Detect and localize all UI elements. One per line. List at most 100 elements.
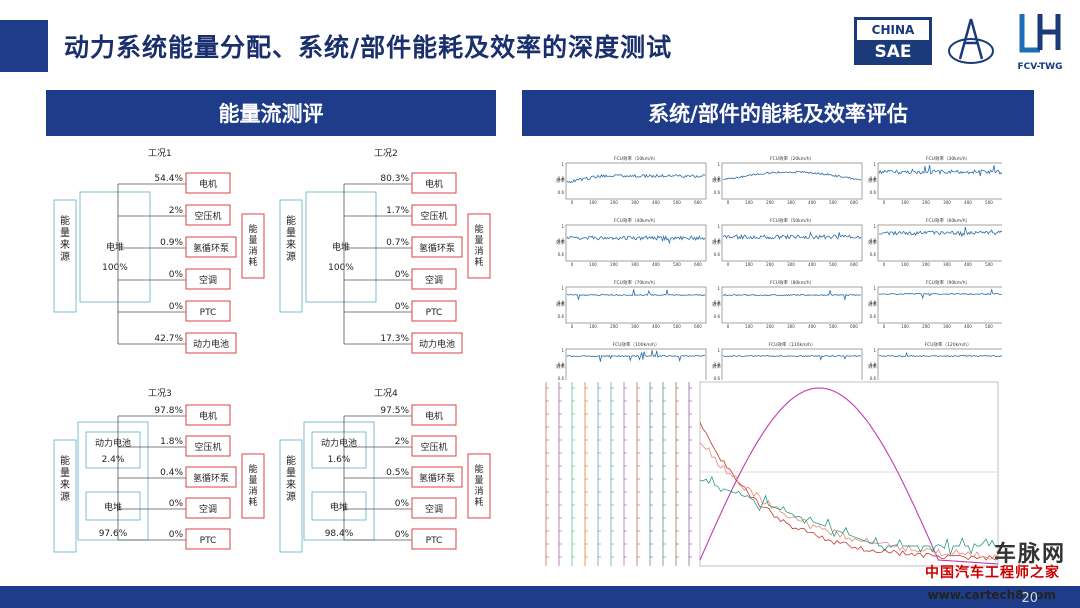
consumer-box [185,404,231,426]
y-tick-label: 0.8 [870,362,877,367]
flow-percent: 0.7% [386,238,409,248]
chart-ylabel: 效率 [556,301,565,308]
x-tick-label: 500 [673,262,681,267]
fcu-efficiency-chart: FCU效率（110km/h）效率10.80.601002003004005006… [712,341,863,391]
energy-source-label: 量 [286,227,296,239]
trace-pink [699,442,999,560]
energy-sink-label: 能 [248,463,257,475]
energy-source-label: 能 [60,214,70,227]
efficiency-trace [566,234,706,245]
chart-title: FCU效率（50km/h） [770,217,814,224]
x-tick-label: 100 [901,200,909,205]
flow-percent: 1.7% [386,206,409,216]
plot-frame [699,381,999,567]
x-tick-label: 500 [673,324,681,329]
condition-title: 工况1 [148,148,172,159]
energy-sink-label: 能 [474,223,483,235]
energy-sink-label: 耗 [474,257,483,268]
chart-ylabel: 效率 [712,363,721,370]
x-tick-label: 300 [631,200,639,205]
consumer-box [185,300,231,322]
trace-green [699,475,998,557]
y-tick-label: 0.6 [714,376,721,381]
x-tick-label: 300 [787,200,795,205]
x-tick-label: 200 [766,200,774,205]
x-tick-label: 600 [694,200,702,205]
x-tick-label: 300 [787,324,795,329]
chart-title: FCU效率（100km/h） [613,341,660,348]
x-tick-label: 0 [883,324,886,329]
y-tick-label: 1 [873,286,876,291]
energy-source-label: 来 [60,479,70,491]
chart-title: FCU效率（30km/h） [926,155,970,162]
efficiency-trace [566,350,706,363]
efficiency-trace [878,288,1018,300]
sae-logo-line2: SAE [857,42,929,62]
trace-magenta [699,387,999,565]
x-tick-label: 600 [850,262,858,267]
y-tick-label: 0.8 [714,362,721,367]
consumer-name: 氢循环泵 [419,242,455,254]
y-tick-label: 0.6 [558,314,565,319]
condition-title: 工况4 [374,388,398,399]
flow-percent: 0.4% [160,468,183,478]
chart-frame [565,162,707,200]
y-tick-label: 0.8 [870,176,877,181]
y-tick-label: 0.6 [870,252,877,257]
x-tick-label: 400 [808,200,816,205]
flow-percent: 0.5% [386,468,409,478]
x-tick-label: 0 [571,200,574,205]
stack-source-box [311,491,367,521]
energy-sink-label: 量 [474,475,483,486]
x-tick-label: 100 [589,324,597,329]
energy-flow-diagram: 工况3能量来源动力电池2.4%电堆97.6%能量消耗97.8%电机1.8%空压机… [53,388,265,553]
stack-source-name: 电堆 [104,501,122,513]
flow-percent: 0% [395,530,410,540]
consumer-box [411,466,463,488]
flow-percent: 0% [169,530,184,540]
consumer-name: 电机 [425,178,443,190]
chart-frame [721,348,863,386]
x-tick-label: 0 [571,324,574,329]
consumer-box [411,204,457,226]
x-tick-label: 400 [964,262,972,267]
energy-source-label: 来 [286,479,296,491]
chart-ylabel: 效率 [868,239,877,246]
x-tick-label: 200 [922,200,930,205]
battery-source-name: 动力电池 [95,437,131,449]
stack-value: 100% [328,263,354,273]
energy-flow-diagram: 工况1能量来源电堆100%能量消耗54.4%电机2%空压机0.9%氢循环泵0%空… [53,148,265,354]
page-title: 动力系统能量分配、系统/部件能耗及效率的深度测试 [64,33,673,62]
energy-source-label-box [279,199,303,313]
energy-sink-label-box [467,213,491,279]
chart-frame [877,224,1019,262]
energy-flow-diagrams: 工况1能量来源电堆100%能量消耗54.4%电机2%空压机0.9%氢循环泵0%空… [53,148,491,553]
x-tick-label: 200 [766,324,774,329]
y-tick-label: 0.6 [714,190,721,195]
y-tick-label: 1 [717,224,720,229]
energy-sink-label: 量 [248,235,257,246]
consumer-name: 空压机 [194,441,221,453]
x-tick-label: 0 [727,262,730,267]
flow-percent: 2% [395,437,410,447]
consumer-name: 空压机 [194,210,221,222]
consumer-name: 动力电池 [419,338,455,350]
page-number: 20 [1021,591,1038,606]
china-sae-logo: CHINA SAE [854,17,932,65]
y-tick-label: 1 [873,348,876,353]
x-tick-label: 100 [589,262,597,267]
consumer-name: 氢循环泵 [193,242,229,254]
efficiency-trace [566,173,706,184]
energy-source-label: 源 [286,250,296,263]
consumer-box [185,435,231,457]
stack-source-value: 98.4% [325,529,354,539]
consumer-name: 氢循环泵 [193,472,229,484]
x-tick-label: 300 [943,262,951,267]
battery-source-value: 2.4% [102,455,125,465]
y-tick-label: 1 [873,224,876,229]
x-tick-label: 200 [610,262,618,267]
consumer-box [185,268,231,290]
